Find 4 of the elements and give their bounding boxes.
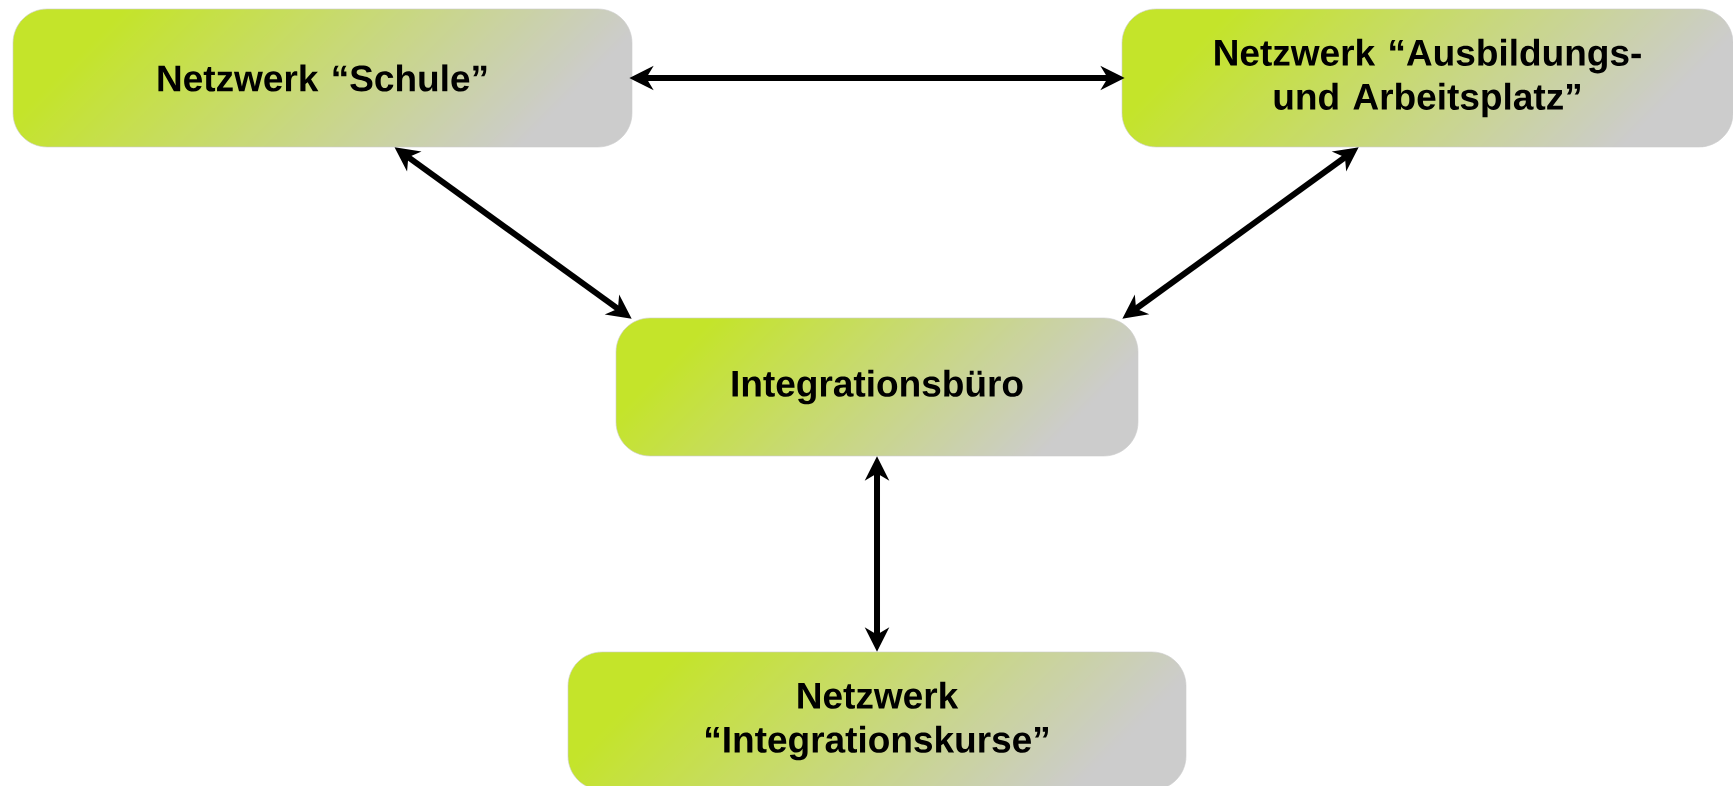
process-box: Netzwerk “Integrationskurse”: [567, 651, 1187, 786]
process-box: Integrationsbüro: [615, 317, 1139, 457]
process-box: Netzwerk “Schule”: [12, 8, 633, 148]
process-box: Netzwerk “Ausbildungs- und Arbeitsplatz”: [1121, 8, 1733, 148]
